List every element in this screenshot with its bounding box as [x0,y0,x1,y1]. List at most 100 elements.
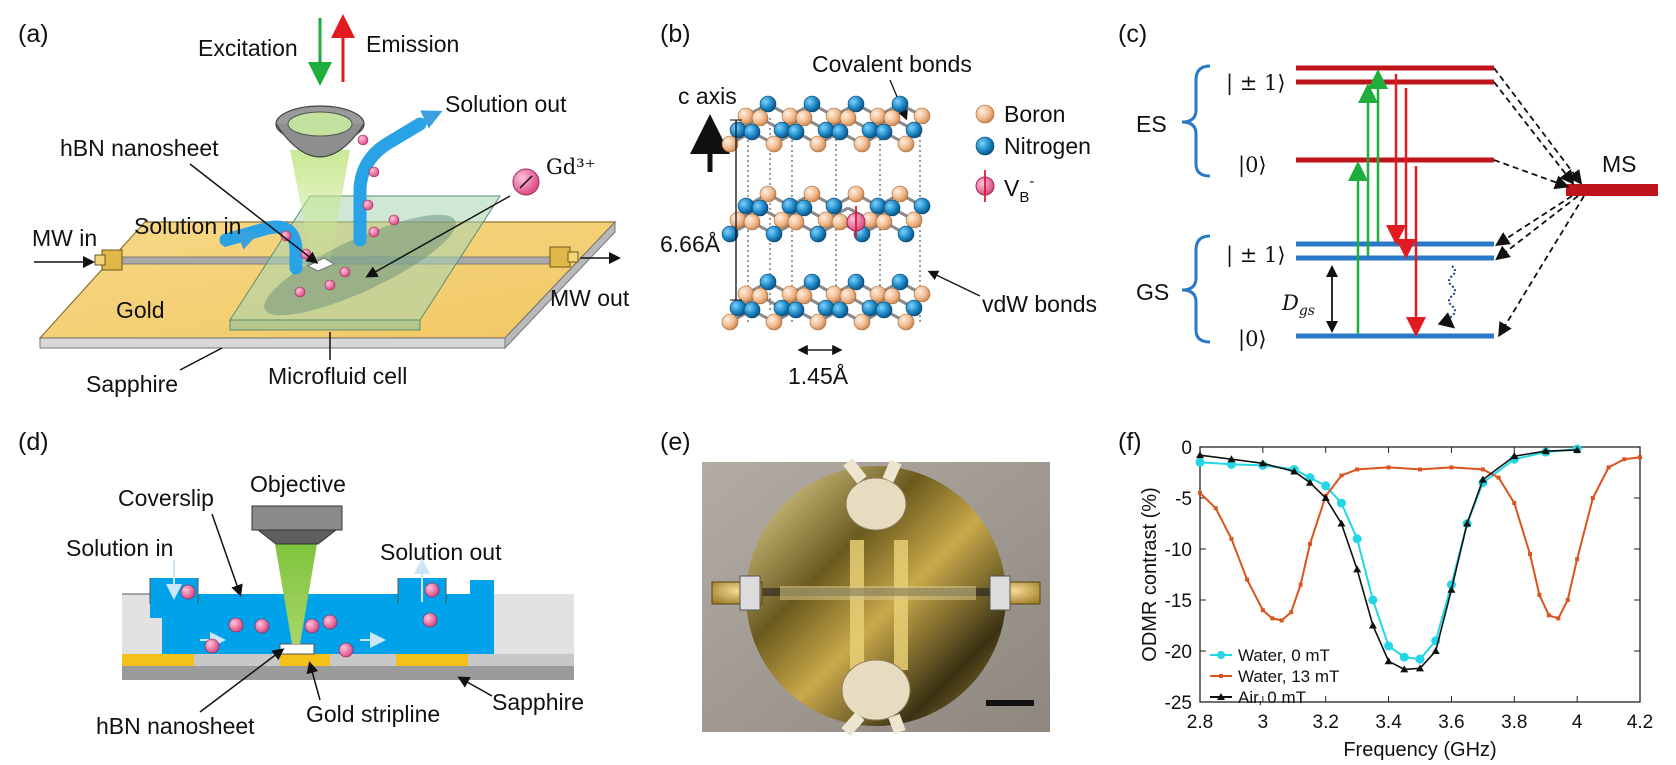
data-point [1289,610,1294,615]
boron-atom [869,107,887,125]
nitrogen-atom [803,273,821,291]
series-2 [1196,446,1582,673]
gold-stripline-label: Gold stripline [306,701,440,727]
wavy-relaxation [1437,265,1456,329]
boron-atom [839,287,857,305]
data-point [1622,457,1627,462]
y-tick-label: -20 [1165,642,1192,663]
boron-atom [825,285,843,303]
boron-atom [853,313,871,331]
x-tick-label: 3.6 [1438,712,1464,733]
data-point [1590,496,1595,500]
data-point [1198,490,1202,495]
nitrogen-atom [737,197,755,215]
boron-atom [781,107,799,125]
data-point [1336,498,1346,508]
data-point [1321,494,1330,501]
panel-a: (a) Gd³ [18,14,630,397]
series-line [1199,448,1578,661]
boron-atom [883,109,901,127]
vdw-bonds-label: vdW bonds [982,291,1097,317]
data-point [1298,582,1303,587]
nitrogen-atom [729,121,747,139]
nitrogen-atom [847,273,865,291]
legend-marker [1217,651,1225,659]
gs-pm1-label: | ± 1⟩ [1226,243,1286,268]
hbn-nanosheet-a [307,257,335,272]
boron-atom [913,285,931,303]
panel-c: (c) ES GS | ± 1⟩ |0⟩ | ± 1⟩ |0⟩ MS Dgs [1118,20,1658,352]
objective-d [251,505,343,531]
legend-boron: Boron [1004,101,1065,127]
coverslip-label: Coverslip [118,485,214,511]
boron-atom [809,313,827,331]
x-tick-label: 3.4 [1375,712,1402,733]
hbn-nanosheet-label: hBN nanosheet [60,135,219,161]
nitrogen-atom [831,123,849,141]
data-point [1528,552,1532,557]
boron-atom [853,135,871,153]
isc-dashes [1493,67,1585,338]
scale-bar [986,700,1034,706]
boron-atom [795,287,813,305]
data-point [1512,501,1517,506]
nitrogen-atom [875,123,893,141]
data-point [1556,616,1561,621]
inlet-tube [219,220,303,275]
nitrogen-atom [773,121,791,139]
data-point [1449,465,1454,470]
nitrogen-atom [913,197,931,215]
boron-atom [759,185,777,203]
hbn-nanosheet-label-d: hBN nanosheet [96,713,255,739]
boron-atom [765,313,783,331]
series-line [1199,449,1578,671]
data-point [1306,478,1314,486]
boron-atom [891,185,909,203]
nitrogen-atom [825,197,843,215]
nitrogen-atom [817,299,835,317]
nitrogen-atom [905,121,923,139]
boron-atom [803,185,821,203]
series-line [1199,456,1641,622]
interlayer-label: 6.66Å [660,230,721,257]
legend-marker [1219,674,1223,678]
data-point [1463,519,1472,527]
covalent-bonds-label: Covalent bonds [812,51,972,77]
y-tick-label: -5 [1175,489,1192,510]
nitrogen-atom [897,225,915,243]
panel-a-label: (a) [18,20,49,48]
sapphire-layer [122,666,574,680]
mw-out-label: MW out [550,285,630,311]
data-point [1321,481,1331,491]
c-axis-label: c axis [678,83,737,109]
nitrogen-atom [759,95,777,113]
data-point [1339,473,1344,478]
panel-b-label: (b) [660,20,691,48]
data-point [1305,473,1315,483]
data-point [1279,618,1284,623]
data-point [1418,467,1422,472]
nitrogen-atom [781,197,799,215]
boron-atom [729,211,747,229]
data-point [1260,608,1265,613]
nitrogen-atom [787,123,805,141]
data-point [1416,664,1424,672]
excitation-label: Excitation [198,35,298,61]
legend-nitrogen: Nitrogen [1004,133,1091,159]
data-point [1480,467,1485,472]
data-point [1638,455,1642,460]
panel-b: (b) c axis Covalent bonds 6.66Å 1.45Å vd… [660,20,1097,389]
gd-ions-d [180,582,440,658]
boron-atom [751,287,769,305]
gold-label: Gold [116,297,165,323]
legend-label: Water, 13 mT [1238,667,1339,686]
data-point [1415,654,1425,664]
nitrogen-atom [759,273,777,291]
data-point [1386,465,1391,470]
solution-in-label: Solution in [134,213,241,239]
beam-a [290,150,350,262]
ms-label: MS [1602,151,1637,177]
es-bracket [1181,64,1211,178]
boron-atom [847,185,865,203]
